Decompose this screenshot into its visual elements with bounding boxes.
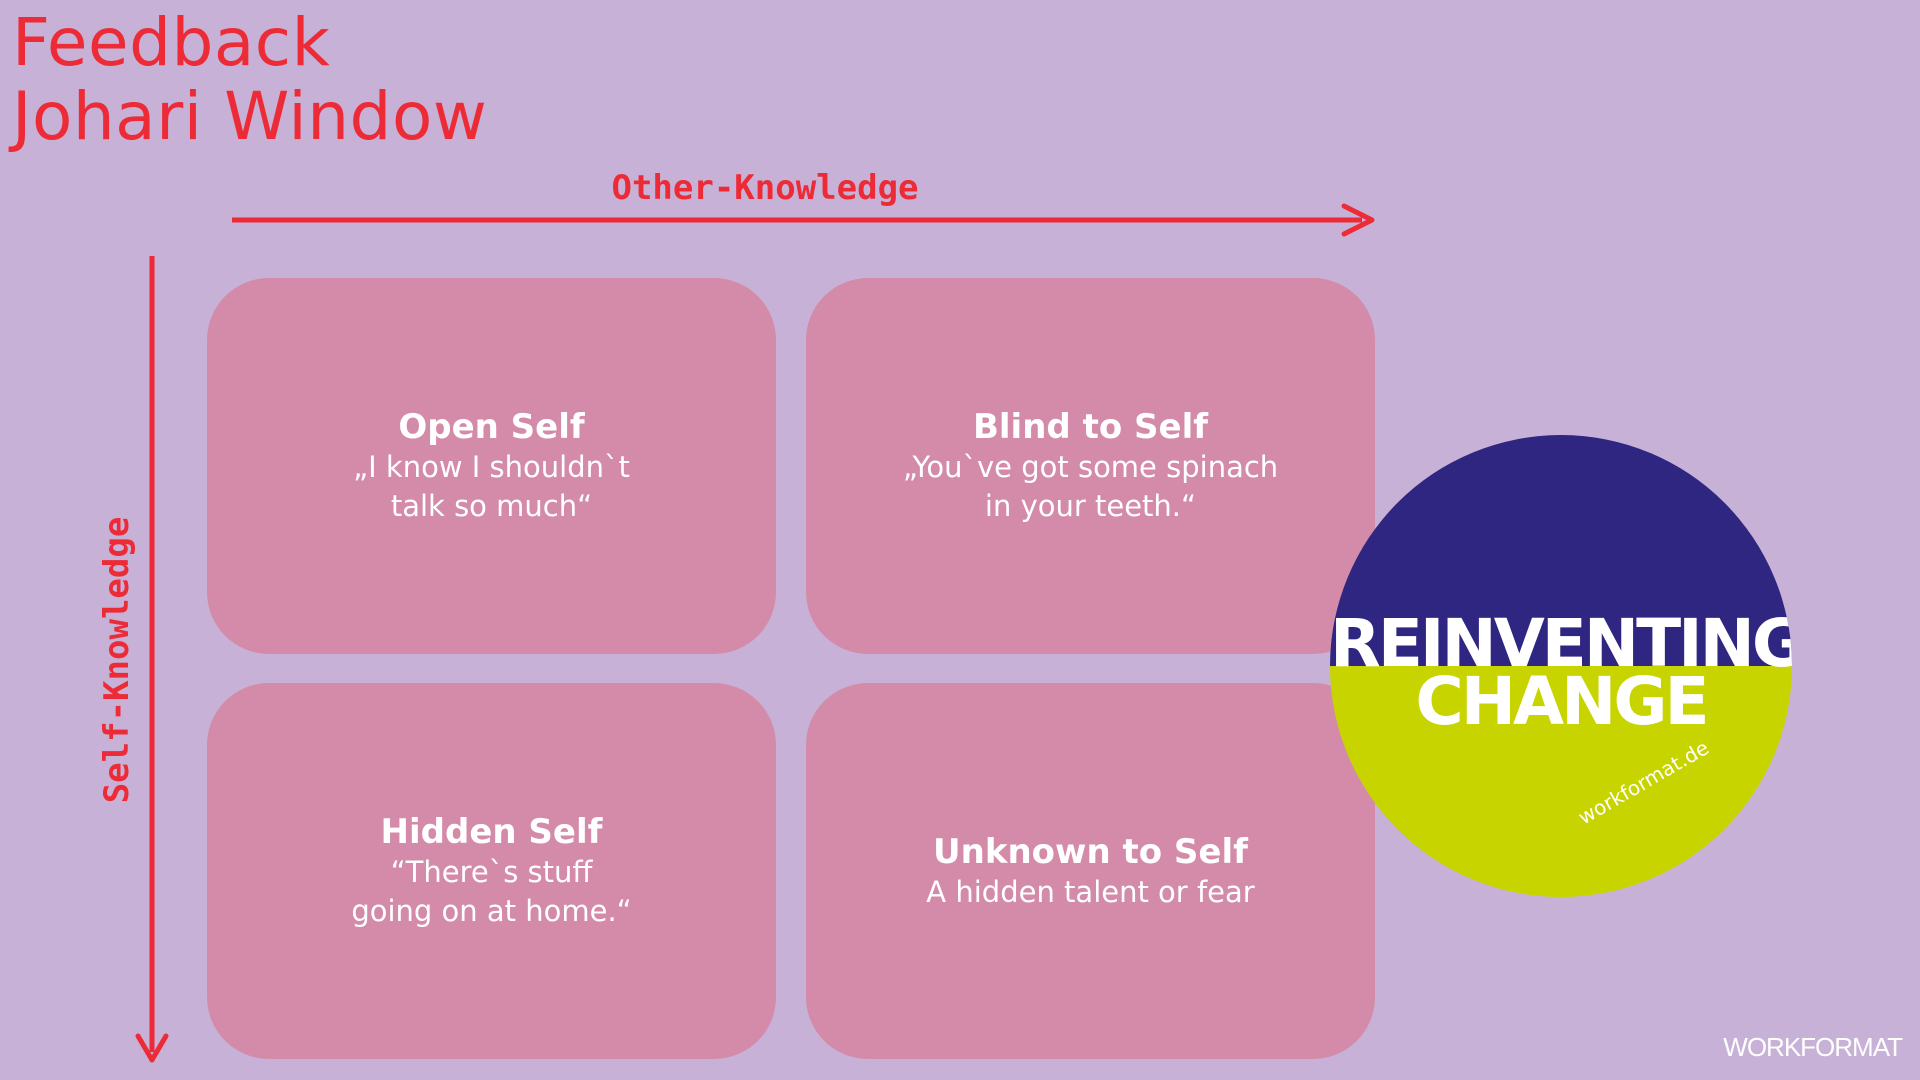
quadrant-hidden-self: Hidden Self “There`s stuff going on at h…: [207, 683, 776, 1059]
horizontal-arrow: [232, 203, 1375, 237]
badge-url: workformat.de: [1574, 735, 1713, 830]
quadrant-title: Hidden Self: [380, 812, 603, 852]
title-line-1: Feedback: [12, 4, 331, 81]
quadrant-title: Unknown to Self: [933, 831, 1248, 872]
quadrant-quote: „You`ve got some spinach in your teeth.“: [902, 450, 1279, 523]
quadrant-quote: „I know I shouldn`t talk so much“: [353, 450, 630, 523]
vertical-arrow: [135, 256, 169, 1063]
quadrant-open-self: Open Self „I know I shouldn`t talk so mu…: [207, 278, 776, 654]
quadrant-quote: “There`s stuff going on at home.“: [351, 855, 632, 928]
quadrant-unknown-to-self: Unknown to Self A hidden talent or fear: [806, 683, 1375, 1059]
quadrant-title: Blind to Self: [972, 407, 1209, 447]
workformat-logo: WORKFORMAT: [1723, 1032, 1903, 1062]
other-knowledge-axis-label: Other-Knowledge: [611, 168, 919, 208]
reinventing-change-badge: REINVENTING CHANGE workformat.de: [1330, 435, 1792, 897]
quadrant-title: Open Self: [398, 407, 585, 447]
badge-line-1: REINVENTING: [1330, 605, 1792, 682]
quadrant-quote: A hidden talent or fear: [926, 874, 1255, 909]
title-line-2: Johari Window: [12, 78, 488, 155]
badge-line-2: CHANGE: [1415, 663, 1709, 740]
quadrant-blind-to-self: Blind to Self „You`ve got some spinach i…: [806, 278, 1375, 654]
slide-title: Feedback Johari Window: [12, 6, 487, 154]
